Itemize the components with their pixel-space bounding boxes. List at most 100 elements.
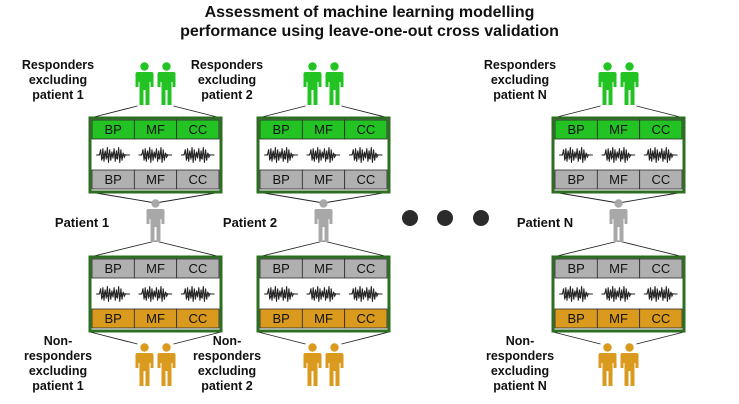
nonresponder-person-icon	[325, 343, 344, 386]
nonresponders-label-line: patient N	[493, 379, 546, 393]
responder-model-box-bottom-cell-label: CC	[651, 172, 670, 187]
connector-line	[636, 105, 685, 119]
nonresponders-label-line: patient 1	[32, 379, 83, 393]
responder-model-box-bottom-cell-label: BP	[104, 172, 121, 187]
ellipsis-dot	[402, 210, 418, 226]
connector-line	[89, 331, 138, 345]
connector-line	[257, 191, 324, 204]
nonresponder-model-box-bottom-cell-label: MF	[146, 311, 165, 326]
responder-model-box-top-cell-label: MF	[609, 122, 628, 137]
responder-person-icon	[325, 62, 344, 105]
patient-label: Patient N	[517, 215, 573, 230]
nonresponder-model-box-top-cell-label: CC	[188, 261, 207, 276]
responder-person-icon	[303, 62, 322, 105]
connector-line	[257, 105, 306, 119]
nonresponder-model-box-top-cell-label: MF	[314, 261, 333, 276]
connector-line	[155, 191, 222, 204]
nonresponders-label-line: responders	[486, 349, 554, 363]
connector-line	[552, 331, 601, 345]
patient-label: Patient 1	[55, 215, 109, 230]
responder-model-box-top-cell-label: CC	[651, 122, 670, 137]
responder-model-box-top-cell-bg	[639, 119, 683, 140]
nonresponders-label-line: Non-	[213, 334, 241, 348]
diagram-title-line-2: performance using leave-one-out cross va…	[180, 23, 559, 40]
connector-line	[636, 331, 685, 345]
nonresponder-model-box-bottom-cell-label: CC	[188, 311, 207, 326]
nonresponder-person-icon	[598, 343, 617, 386]
connector-line	[173, 105, 222, 119]
nonresponder-model-box-top-cell-bg	[344, 258, 388, 279]
responder-model-box-top-cell-label: MF	[314, 122, 333, 137]
connector-line	[173, 331, 222, 345]
responder-model-box-top-cell-bg	[176, 119, 220, 140]
nonresponders-label-line: excluding	[198, 364, 256, 378]
responder-person-icon	[620, 62, 639, 105]
responders-label-line: patient N	[493, 88, 546, 102]
patient-label: Patient 2	[223, 215, 277, 230]
connector-line	[257, 240, 324, 258]
nonresponder-model-box-top-cell-label: BP	[104, 261, 121, 276]
responder-person-icon	[135, 62, 154, 105]
nonresponders-label-line: responders	[24, 349, 92, 363]
nonresponder-model-box-top-cell-label: BP	[567, 261, 584, 276]
nonresponder-model-box-top-cell-label: CC	[356, 261, 375, 276]
nonresponder-model-box-bottom-cell-bg	[176, 308, 220, 329]
nonresponder-model-box-bottom-cell-label: MF	[314, 311, 333, 326]
nonresponders-label-line: responders	[193, 349, 261, 363]
connector-line	[89, 105, 138, 119]
nonresponder-person-icon	[620, 343, 639, 386]
nonresponder-model-box-top-cell-bg	[176, 258, 220, 279]
responders-label-line: Responders	[22, 58, 94, 72]
responder-model-box-bottom-cell-label: MF	[314, 172, 333, 187]
nonresponders-label-line: Non-	[506, 334, 534, 348]
connector-line	[323, 191, 390, 204]
patient-person-icon	[314, 199, 333, 242]
nonresponder-model-box-bottom-cell-label: BP	[104, 311, 121, 326]
responder-model-box-bottom-cell-label: MF	[146, 172, 165, 187]
nonresponder-model-box-bottom-cell-bg	[344, 308, 388, 329]
responder-model-box-top-cell-label: BP	[104, 122, 121, 137]
nonresponder-model-box-bottom-cell-label: CC	[356, 311, 375, 326]
connector-line	[552, 105, 601, 119]
patient-person-icon	[146, 199, 165, 242]
responder-person-icon	[598, 62, 617, 105]
responder-model-box-top-cell-label: CC	[188, 122, 207, 137]
nonresponder-model-box-bottom-cell-label: BP	[567, 311, 584, 326]
diagram-title-line-1: Assessment of machine learning modelling	[204, 4, 535, 21]
nonresponder-model-box-top-cell-label: CC	[651, 261, 670, 276]
responders-label-line: excluding	[491, 73, 549, 87]
responders-label-line: excluding	[198, 73, 256, 87]
nonresponder-person-icon	[157, 343, 176, 386]
connector-line	[618, 240, 685, 258]
nonresponders-label-line: Non-	[44, 334, 72, 348]
nonresponders-label-line: excluding	[491, 364, 549, 378]
responder-model-box-bottom-cell-label: BP	[567, 172, 584, 187]
connector-line	[257, 331, 306, 345]
responder-model-box-top-cell-label: MF	[146, 122, 165, 137]
responder-model-box-top-cell-label: BP	[567, 122, 584, 137]
responder-model-box-bottom-cell-bg	[344, 169, 388, 190]
responder-model-box-top-cell-label: BP	[272, 122, 289, 137]
responders-label-line: Responders	[191, 58, 263, 72]
responder-model-box-bottom-cell-bg	[176, 169, 220, 190]
connector-line	[89, 191, 156, 204]
connector-line	[323, 240, 390, 258]
connector-line	[618, 191, 685, 204]
nonresponders-label-line: excluding	[29, 364, 87, 378]
responder-model-box-top-cell-bg	[344, 119, 388, 140]
nonresponder-person-icon	[303, 343, 322, 386]
nonresponder-model-box-top-cell-label: BP	[272, 261, 289, 276]
connector-line	[552, 240, 619, 258]
responders-label-line: patient 2	[201, 88, 252, 102]
connector-line	[341, 331, 390, 345]
patient-person-icon	[609, 199, 628, 242]
responder-model-box-bottom-cell-label: CC	[356, 172, 375, 187]
nonresponder-person-icon	[135, 343, 154, 386]
responder-model-box-bottom-cell-label: CC	[188, 172, 207, 187]
ellipsis-dot	[473, 210, 489, 226]
responder-model-box-bottom-cell-label: BP	[272, 172, 289, 187]
connector-line	[341, 105, 390, 119]
